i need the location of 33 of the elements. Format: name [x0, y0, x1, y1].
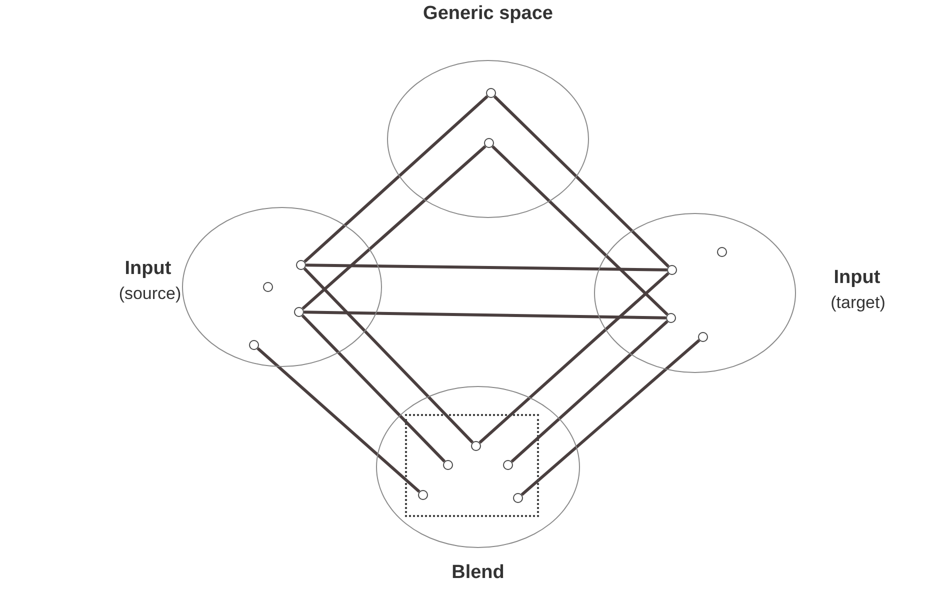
space-title: Input [124, 259, 172, 280]
connector-line [510, 320, 668, 463]
connector-line [303, 268, 474, 444]
space-subtitle: (source) [118, 285, 182, 304]
point-dot [443, 460, 453, 470]
connector-line [304, 310, 666, 320]
connector-line [302, 145, 486, 310]
connector-line [304, 95, 488, 263]
space-title: Generic space [423, 4, 553, 25]
point-dot [263, 282, 273, 292]
point-dot [486, 88, 496, 98]
point-dot [513, 493, 523, 503]
connector-line [256, 347, 420, 493]
point-dot [418, 490, 428, 500]
connector-line [306, 264, 668, 272]
connector-line [520, 339, 700, 496]
connector-line [301, 314, 446, 462]
point-dot [249, 340, 259, 350]
point-dot [503, 460, 513, 470]
point-dot [484, 138, 494, 148]
connector-line [494, 95, 670, 268]
point-dot [698, 332, 708, 342]
point-dot [471, 441, 481, 451]
space-title: Blend [452, 563, 504, 584]
point-dot [717, 247, 727, 257]
point-dot [296, 260, 306, 270]
point-dot [666, 313, 676, 323]
connector-line [478, 272, 670, 444]
point-dot [667, 265, 677, 275]
space-subtitle: (target) [830, 294, 886, 313]
point-dot [294, 307, 304, 317]
connector-line [492, 145, 668, 316]
space-title: Input [834, 268, 880, 289]
